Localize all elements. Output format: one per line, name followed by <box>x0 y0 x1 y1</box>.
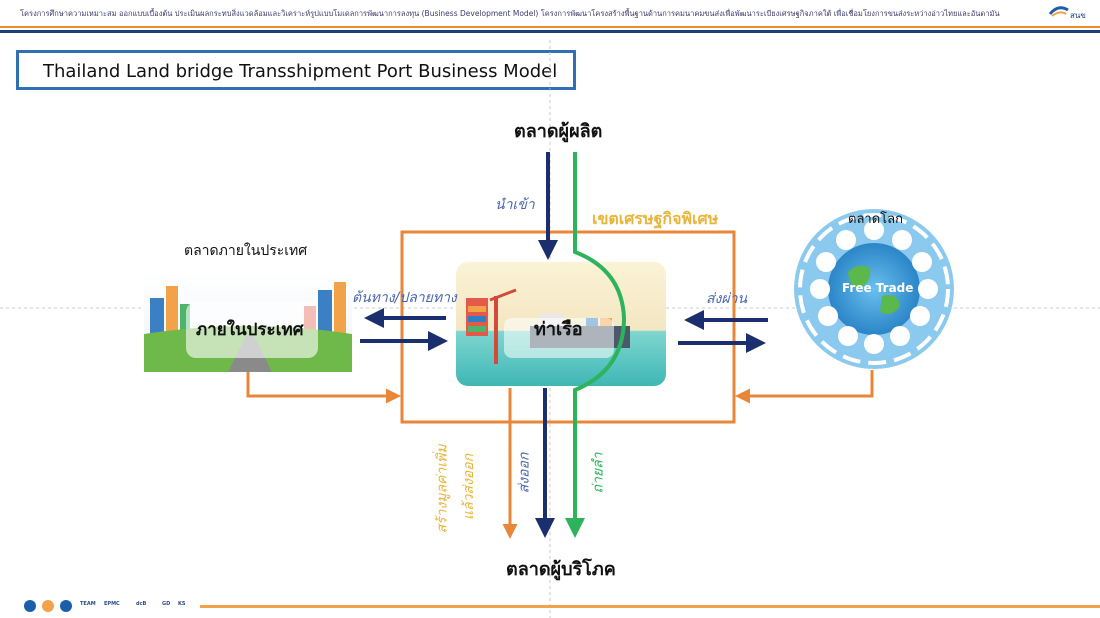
partner-logo-1: TEAM <box>80 601 96 607</box>
consumer-market-label: ตลาดผู้บริโภค <box>506 559 616 580</box>
partner-logo-2: EPMC <box>104 601 120 607</box>
world-to-sez-arrow <box>735 370 874 404</box>
value-add-label: สร้างมูลค่าเพิ่ม <box>434 444 451 534</box>
partner-logo-5: KS <box>178 601 186 607</box>
header-divider-orange <box>0 26 1100 28</box>
domestic-image-label: ภายในประเทศ <box>196 320 304 340</box>
partner-logo-4: GD <box>162 601 171 607</box>
header-divider-navy <box>0 30 1100 33</box>
world-market-label: ตลาดโลก <box>848 212 903 227</box>
export-label: ส่งออก <box>516 452 533 494</box>
footer-dot-3 <box>60 600 72 612</box>
producer-market-label: ตลาดผู้ผลิต <box>514 121 603 142</box>
footer-line <box>200 605 1100 608</box>
partner-logo-3: dcB <box>136 601 147 607</box>
free-trade-label: Free Trade <box>842 281 914 295</box>
port-illustration <box>456 262 666 386</box>
value-add-label-2: แล้วส่งออก <box>461 453 478 521</box>
port-label: ท่าเรือ <box>534 319 583 340</box>
transship-path <box>565 152 627 538</box>
logo-text: สนข <box>1070 11 1086 20</box>
import-label: นำเข้า <box>495 197 535 213</box>
sez-label: เขตเศรษฐกิจพิเศษ <box>592 209 719 228</box>
world-market-globe <box>794 209 954 369</box>
domestic-city-illustration <box>144 272 352 372</box>
sez-boundary-box <box>400 230 736 424</box>
footer-dot-1 <box>24 600 36 612</box>
origin-destination-label: ต้นทาง/ปลายทาง <box>352 290 457 306</box>
transship-label: ถ่ายลำ <box>590 452 607 494</box>
domestic-market-label: ตลาดภายในประเทศ <box>184 243 308 259</box>
footer-dot-2 <box>42 600 54 612</box>
header-project-title: โครงการศึกษาความเหมาะสม ออกแบบเบื้องต้น … <box>20 9 1000 18</box>
domestic-to-sez-arrow <box>246 372 401 404</box>
slide-title-box: Thailand Land bridge Transshipment Port … <box>16 50 576 90</box>
slide-title: Thailand Land bridge Transshipment Port … <box>43 61 558 82</box>
transit-label: ส่งผ่าน <box>706 291 748 307</box>
otp-logo: สนข <box>1048 6 1086 20</box>
